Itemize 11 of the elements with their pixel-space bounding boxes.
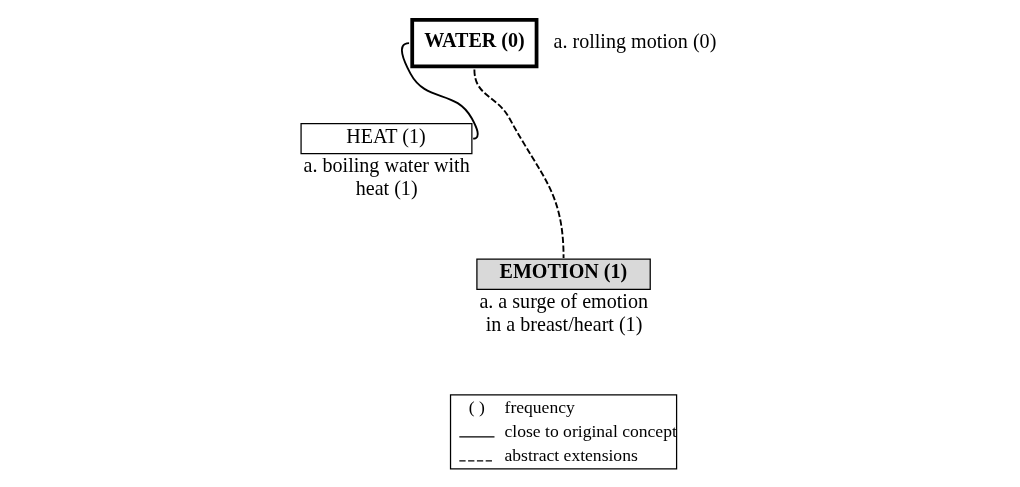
label: ( ): [468, 397, 485, 418]
legend-label: close to original concept: [504, 421, 677, 442]
node-box: HEAT (1): [299, 122, 472, 155]
node-label: a. rolling motion (0): [553, 29, 716, 52]
connector: [400, 42, 479, 140]
node-label: a. a surge of emotion in a breast/heart (1): [478, 289, 648, 335]
node-label: a. boiling water with heat (1): [303, 154, 470, 199]
connector: [472, 68, 564, 259]
node-box: WATER (0): [409, 18, 538, 69]
legend-label: abstract extensions: [504, 445, 638, 466]
legend-label: frequency: [504, 397, 575, 418]
